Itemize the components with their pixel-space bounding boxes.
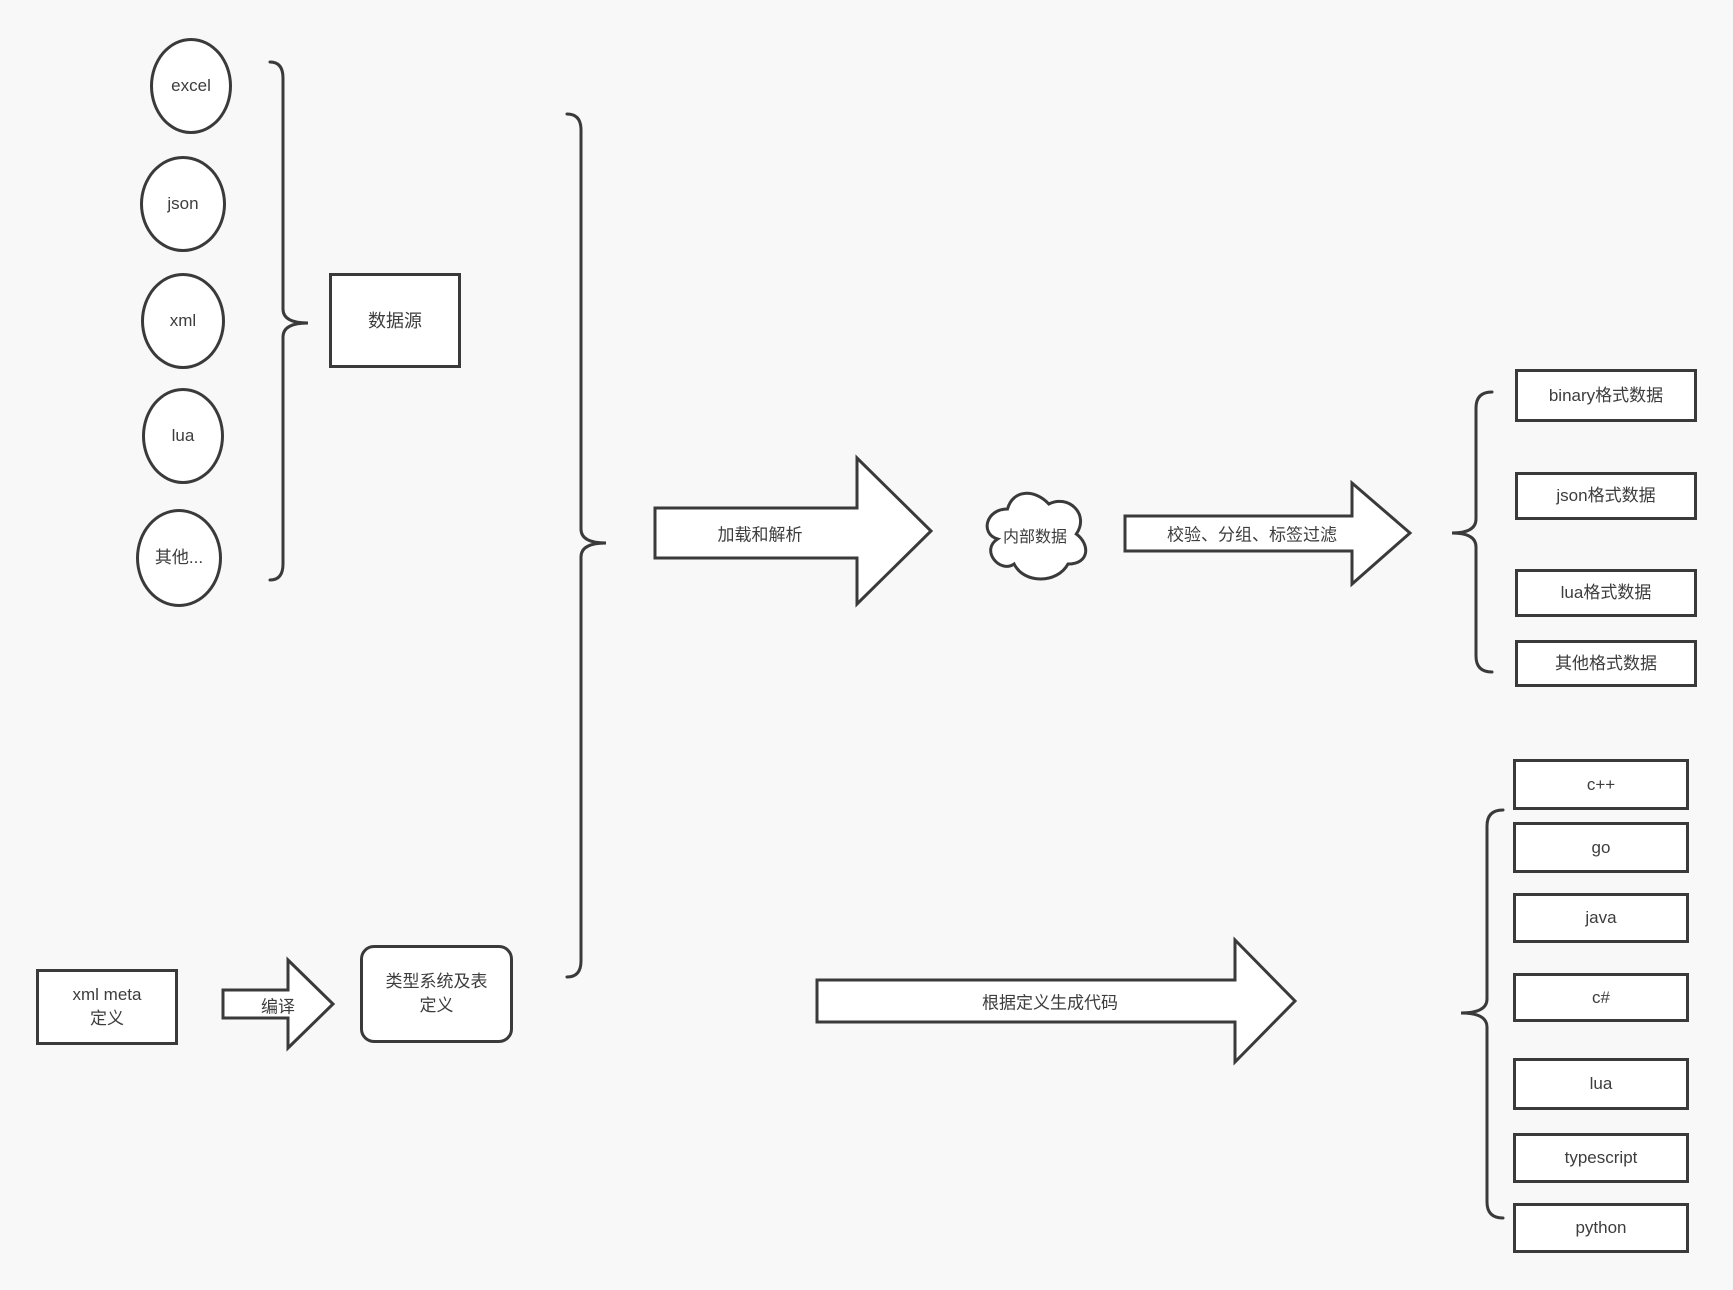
xml-meta-box: xml meta定义 (36, 969, 178, 1045)
source-node-other: 其他... (136, 509, 222, 607)
source-node-xml: xml (141, 273, 225, 369)
type-system-box: 类型系统及表定义 (360, 945, 513, 1043)
source-node-excel: excel (150, 38, 232, 134)
language-box-python: python (1513, 1203, 1689, 1253)
brace-languages (1460, 808, 1505, 1220)
source-node-lua: lua (142, 388, 224, 484)
arrow-compile (221, 956, 336, 1052)
arrow-codegen (815, 936, 1298, 1066)
filter-label: 校验、分组、标签过滤 (1167, 525, 1337, 545)
codegen-label: 根据定义生成代码 (982, 993, 1118, 1013)
internal-data-label: 内部数据 (1002, 529, 1068, 546)
brace-formats (1451, 390, 1494, 674)
load-parse-label: 加载和解析 (717, 525, 803, 545)
language-box-lua: lua (1513, 1058, 1689, 1110)
arrow-load-parse (653, 454, 934, 608)
cloud-internal-data (985, 491, 1088, 581)
brace-sources (268, 60, 309, 582)
format-box-binary: binary格式数据 (1515, 369, 1697, 422)
format-box-lua: lua格式数据 (1515, 569, 1697, 617)
format-box-other: 其他格式数据 (1515, 640, 1697, 687)
language-box-cpp: c++ (1513, 759, 1689, 810)
arrow-filter (1123, 479, 1413, 588)
brace-main (565, 112, 607, 979)
language-box-go: go (1513, 822, 1689, 873)
source-node-json: json (140, 156, 226, 252)
compile-label: 编译 (261, 997, 295, 1017)
datasource-box: 数据源 (329, 273, 461, 368)
format-box-json: json格式数据 (1515, 472, 1697, 520)
language-box-java: java (1513, 893, 1689, 943)
language-box-typescript: typescript (1513, 1133, 1689, 1183)
language-box-csharp: c# (1513, 973, 1689, 1022)
